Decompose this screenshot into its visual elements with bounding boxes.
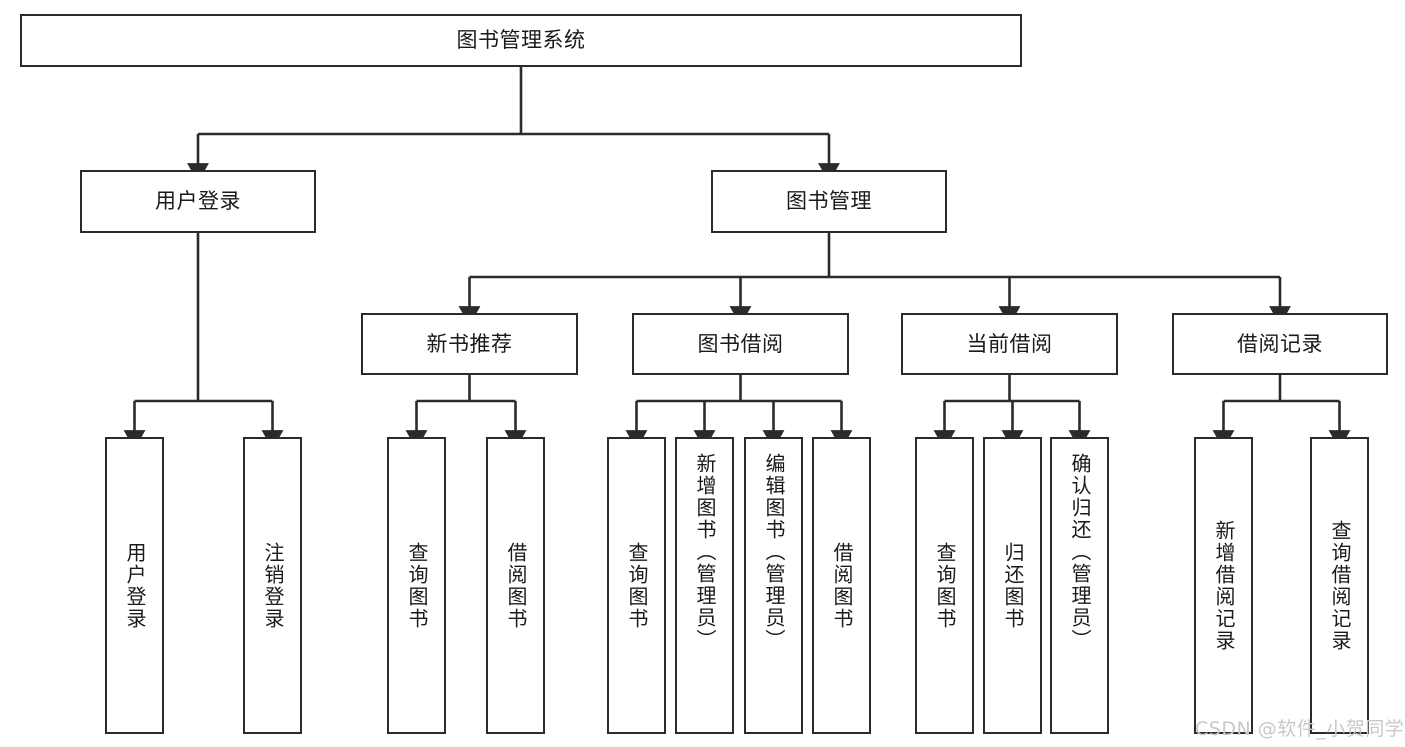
node-leaf-new-2[interactable]: 借阅图书 [486, 437, 545, 734]
node-leaf-cur-1[interactable]: 查询图书 [915, 437, 974, 734]
node-label: 当前借阅 [966, 331, 1053, 356]
node-newbook[interactable]: 新书推荐 [361, 313, 578, 375]
node-label: 确认归还（管理员） [1068, 453, 1092, 651]
node-leaf-login-2[interactable]: 注销登录 [243, 437, 302, 734]
node-label: 图书管理 [786, 189, 872, 214]
node-login[interactable]: 用户登录 [80, 170, 316, 233]
node-leaf-cur-2[interactable]: 归还图书 [983, 437, 1042, 734]
node-label: 图书借阅 [697, 331, 784, 356]
node-label: 归还图书 [1001, 541, 1025, 630]
node-label: 图书管理系统 [456, 28, 586, 53]
node-label: 新增图书（管理员） [693, 453, 717, 651]
node-leaf-borrow-4[interactable]: 借阅图书 [812, 437, 871, 734]
node-label: 编辑图书（管理员） [762, 453, 786, 651]
csdn-watermark: CSDN @软件_小贺同学 [1195, 718, 1405, 740]
node-leaf-rec-1[interactable]: 新增借阅记录 [1194, 437, 1253, 734]
node-leaf-new-1[interactable]: 查询图书 [387, 437, 446, 734]
node-leaf-borrow-2[interactable]: 新增图书（管理员） [675, 437, 734, 734]
node-borrow[interactable]: 图书借阅 [632, 313, 849, 375]
node-leaf-rec-2[interactable]: 查询借阅记录 [1310, 437, 1369, 734]
node-leaf-login-1[interactable]: 用户登录 [105, 437, 164, 734]
node-label: 注销登录 [261, 541, 285, 630]
node-label: 用户登录 [123, 541, 147, 630]
node-leaf-borrow-3[interactable]: 编辑图书（管理员） [744, 437, 803, 734]
node-root[interactable]: 图书管理系统 [20, 14, 1022, 67]
node-records[interactable]: 借阅记录 [1172, 313, 1388, 375]
node-leaf-borrow-1[interactable]: 查询图书 [607, 437, 666, 734]
node-label: 查询图书 [405, 541, 429, 630]
node-label: 新书推荐 [426, 331, 513, 356]
node-leaf-cur-3[interactable]: 确认归还（管理员） [1050, 437, 1109, 734]
node-current[interactable]: 当前借阅 [901, 313, 1118, 375]
node-label: 查询图书 [625, 541, 649, 630]
node-label: 查询借阅记录 [1328, 519, 1352, 652]
node-label: 新增借阅记录 [1212, 519, 1236, 652]
node-bookmgmt[interactable]: 图书管理 [711, 170, 947, 233]
node-label: 查询图书 [933, 541, 957, 630]
node-label: 借阅图书 [504, 541, 528, 630]
node-label: 借阅记录 [1237, 331, 1323, 356]
node-label: 用户登录 [155, 189, 241, 214]
node-label: 借阅图书 [830, 541, 854, 630]
